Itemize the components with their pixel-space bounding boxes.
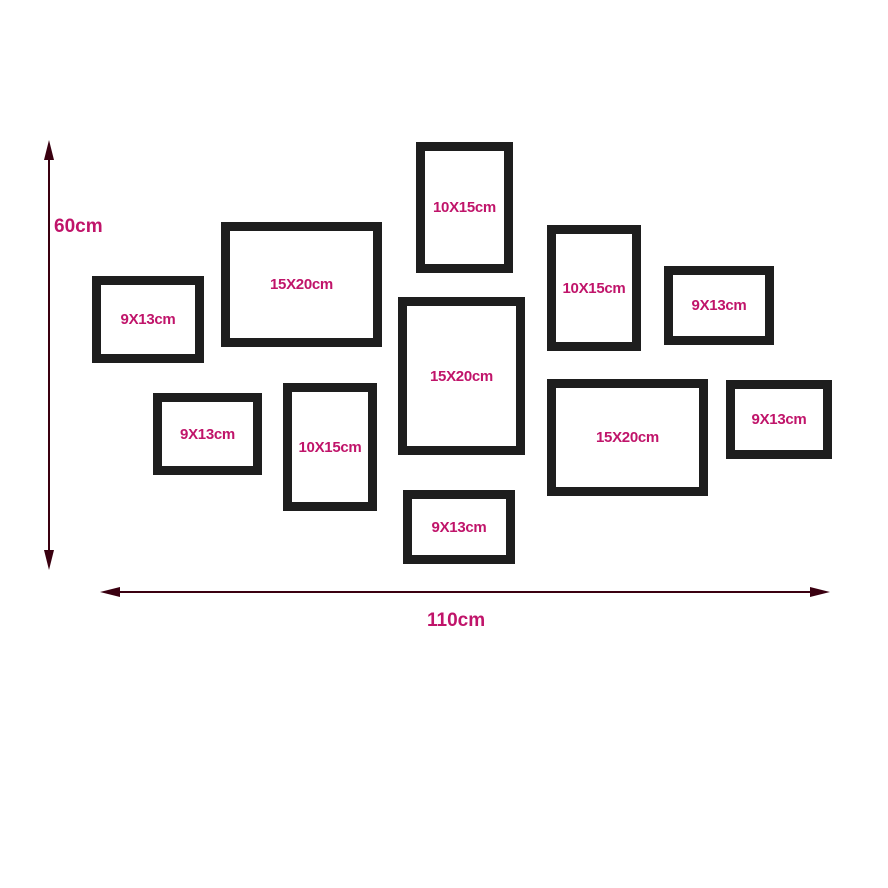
photo-frame: 15X20cm — [221, 222, 382, 347]
frame-size-label: 15X20cm — [430, 367, 493, 385]
frame-size-label: 10X15cm — [433, 199, 496, 216]
width-arrow-head-left — [100, 587, 120, 597]
frame-size-label: 9X13cm — [180, 425, 235, 443]
photo-frame: 10X15cm — [283, 383, 377, 511]
frame-size-label: 10X15cm — [298, 438, 362, 456]
width-arrow-head-right — [810, 587, 830, 597]
frame-size-label: 9X13cm — [691, 297, 747, 314]
photo-frame: 9X13cm — [726, 380, 832, 459]
height-arrow-head-bottom — [44, 550, 54, 570]
photo-frame: 9X13cm — [664, 266, 774, 345]
photo-frame: 10X15cm — [416, 142, 513, 273]
frame-size-label: 15X20cm — [270, 276, 333, 293]
frame-size-label: 10X15cm — [562, 279, 626, 297]
height-arrow — [44, 140, 54, 570]
photo-frame: 15X20cm — [547, 379, 708, 496]
frame-size-label: 9X13cm — [120, 311, 176, 328]
photo-frame: 9X13cm — [92, 276, 204, 363]
frame-size-label: 9X13cm — [431, 518, 487, 536]
height-arrow-head-top — [44, 140, 54, 160]
width-dimension-label: 110cm — [427, 610, 486, 631]
frame-size-label: 15X20cm — [596, 429, 659, 446]
photo-frame: 10X15cm — [547, 225, 641, 351]
photo-frame: 9X13cm — [153, 393, 262, 475]
photo-frame: 9X13cm — [403, 490, 515, 564]
photo-frame: 15X20cm — [398, 297, 525, 455]
frame-size-label: 9X13cm — [751, 411, 807, 428]
height-dimension-label: 60cm — [54, 216, 103, 237]
width-arrow — [100, 587, 830, 597]
